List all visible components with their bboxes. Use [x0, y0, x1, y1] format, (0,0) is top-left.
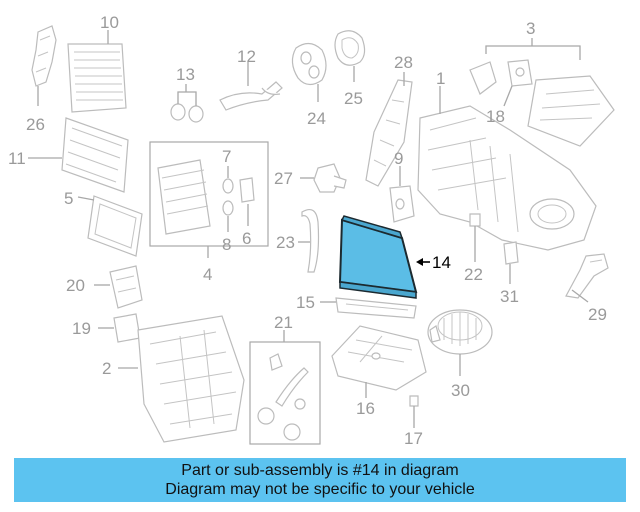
callout-29: 29	[588, 305, 607, 324]
part-17-screw	[409, 395, 419, 428]
info-banner: Part or sub-assembly is #14 in diagram D…	[14, 458, 626, 502]
callout-21: 21	[274, 313, 293, 332]
callout-22: 22	[464, 265, 483, 284]
part-22-bolt	[469, 213, 481, 262]
callout-15: 15	[296, 293, 315, 312]
callout-12: 12	[237, 47, 256, 66]
part-29-duct	[565, 253, 609, 303]
callout-24: 24	[307, 109, 326, 128]
callout-5: 5	[64, 189, 73, 208]
callout-1: 1	[436, 69, 445, 88]
part-14-cabin-filter	[338, 215, 430, 299]
part-3-upper-assembly	[469, 38, 615, 147]
callout-7: 7	[222, 147, 231, 166]
callout-31: 31	[500, 287, 519, 306]
callout-13: 13	[176, 65, 195, 84]
callout-14: 14	[432, 253, 451, 272]
callout-26: 26	[26, 115, 45, 134]
part-25-seal	[334, 30, 366, 82]
callout-30: 30	[451, 381, 470, 400]
part-26-bracket	[31, 25, 57, 106]
part-23-hose	[298, 209, 320, 273]
part-21-box	[249, 330, 321, 445]
callout-23: 23	[276, 233, 295, 252]
callout-4: 4	[203, 265, 212, 284]
part-12-pipe	[219, 62, 283, 111]
part-16-filter-housing	[331, 325, 427, 398]
part-20-actuator	[94, 265, 143, 309]
callout-27: 27	[274, 169, 293, 188]
part-4-box	[149, 141, 269, 258]
part-1-hvac-housing	[417, 86, 597, 251]
callout-9: 9	[394, 149, 403, 168]
part-31-resistor	[503, 241, 519, 284]
callout-17: 17	[404, 429, 423, 448]
callout-19: 19	[72, 319, 91, 338]
part-2-housing	[118, 315, 245, 443]
part-10-heater-core	[67, 30, 127, 113]
part-11-heater-core	[28, 117, 129, 193]
callout-3: 3	[526, 19, 535, 38]
part-24-seal	[291, 42, 327, 102]
callout-10: 10	[100, 13, 119, 32]
part-15-filter-cover	[320, 297, 417, 319]
part-13-orings	[170, 84, 204, 123]
part-5-gasket	[77, 195, 143, 257]
callout-8: 8	[222, 235, 231, 254]
parts-diagram: 26 10 11 5 20 19 2	[8, 13, 615, 448]
part-30-blower-motor	[427, 309, 493, 376]
callout-18: 18	[486, 107, 505, 126]
callout-28: 28	[394, 53, 413, 72]
callout-2: 2	[102, 359, 111, 378]
callout-11: 11	[8, 149, 26, 168]
callout-25: 25	[344, 89, 363, 108]
part-28-bracket	[365, 72, 413, 187]
part-27-sensor	[300, 163, 347, 193]
part-18-actuator	[503, 59, 533, 107]
part-19-actuator	[98, 313, 141, 343]
banner-line-2: Diagram may not be specific to your vehi…	[165, 481, 475, 498]
part-9-sensor	[389, 166, 415, 223]
callout-20: 20	[66, 276, 85, 295]
callout-16: 16	[356, 399, 375, 418]
banner-line-1: Part or sub-assembly is #14 in diagram	[181, 462, 459, 479]
callout-6: 6	[242, 229, 251, 248]
